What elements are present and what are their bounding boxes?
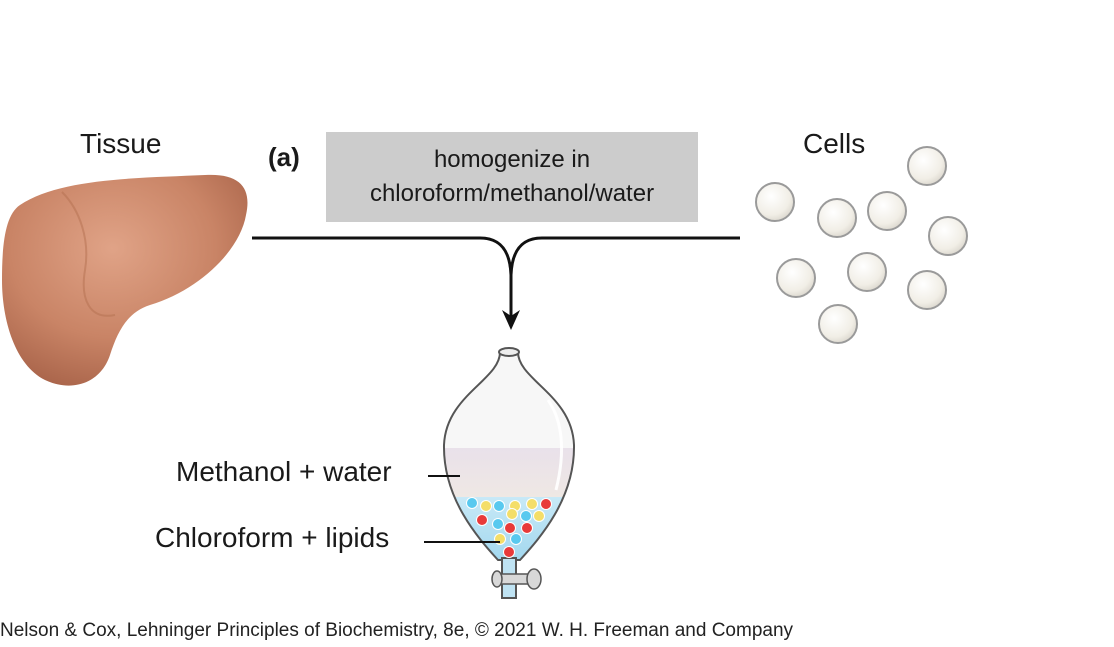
step-box: homogenize in chloroform/methanol/water <box>326 132 698 222</box>
separatory-funnel <box>442 347 576 599</box>
cell <box>907 270 947 310</box>
lipid-droplets <box>466 497 552 558</box>
cell <box>867 191 907 231</box>
cell <box>817 198 857 238</box>
cell <box>907 146 947 186</box>
cells-label: Cells <box>803 128 866 159</box>
step-line-2: chloroform/methanol/water <box>369 180 655 207</box>
merge-arrow <box>252 236 740 318</box>
cell <box>755 182 795 222</box>
panel-label: (a) <box>268 142 300 172</box>
upper-layer <box>443 448 575 498</box>
upper-layer-label: Methanol + water <box>176 456 392 487</box>
arrow-head-icon <box>502 310 520 330</box>
cell <box>818 304 858 344</box>
tissue-label: Tissue <box>80 128 162 159</box>
cell <box>847 252 887 292</box>
cell <box>776 258 816 298</box>
lower-layer-label: Chloroform + lipids <box>155 522 390 553</box>
cells-illustration <box>755 146 968 344</box>
cell <box>928 216 968 256</box>
step-line-1: homogenize in <box>433 146 591 173</box>
liver-illustration <box>2 174 248 386</box>
credit-line: Nelson & Cox, Lehninger Principles of Bi… <box>0 620 794 641</box>
